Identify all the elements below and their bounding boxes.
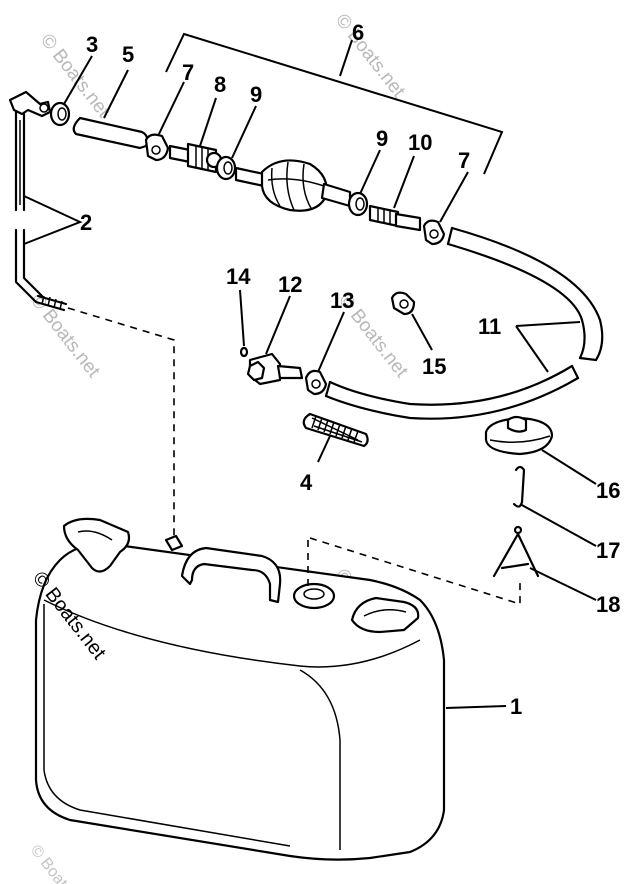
assembly-lines bbox=[67, 307, 521, 606]
callout-9-right: 9 bbox=[376, 126, 388, 151]
filter-4 bbox=[302, 412, 369, 448]
hose-5 bbox=[72, 116, 149, 150]
callout-6: 6 bbox=[352, 20, 364, 45]
callout-9-left: 9 bbox=[250, 82, 262, 107]
callout-17: 17 bbox=[596, 538, 620, 563]
callout-3: 3 bbox=[86, 32, 98, 57]
callout-12: 12 bbox=[278, 272, 302, 297]
callout-8: 8 bbox=[214, 72, 226, 97]
watermark: © Boats.net bbox=[331, 10, 409, 102]
clamp-7-right bbox=[422, 219, 446, 246]
callout-18: 18 bbox=[596, 592, 620, 617]
connector-8 bbox=[168, 142, 223, 174]
callout-4: 4 bbox=[300, 470, 313, 495]
leader-lines bbox=[23, 32, 597, 709]
callout-1: 1 bbox=[510, 694, 522, 719]
watermark: © Boats.net bbox=[27, 842, 92, 884]
grommet-15 bbox=[390, 291, 416, 316]
pickup-tube bbox=[8, 90, 68, 312]
hose-11 bbox=[324, 226, 604, 420]
fitting-12 bbox=[246, 352, 304, 386]
clamp-9-left bbox=[215, 155, 237, 181]
callout-13: 13 bbox=[330, 288, 354, 313]
fuel-cap-16 bbox=[484, 415, 554, 456]
callout-7-left: 7 bbox=[182, 60, 194, 85]
callout-16: 16 bbox=[596, 478, 620, 503]
oring-14 bbox=[239, 346, 249, 358]
primer-bulb bbox=[234, 159, 352, 212]
callout-5: 5 bbox=[122, 42, 134, 67]
hook-17 bbox=[512, 465, 526, 508]
spring-18 bbox=[492, 525, 540, 578]
fuel-tank-1 bbox=[34, 517, 446, 861]
callout-2: 2 bbox=[80, 210, 92, 235]
callout-11: 11 bbox=[478, 314, 501, 339]
clamp-7-left bbox=[144, 133, 170, 162]
clamp-3 bbox=[49, 101, 71, 127]
callout-14: 14 bbox=[226, 264, 251, 289]
connector-10 bbox=[368, 204, 422, 232]
callout-10: 10 bbox=[408, 130, 432, 155]
clamp-9-right bbox=[347, 191, 369, 217]
clamp-13 bbox=[304, 369, 328, 396]
callout-15: 15 bbox=[422, 354, 446, 379]
callout-7-right: 7 bbox=[458, 148, 470, 173]
callout-labels: 1 2 3 4 5 6 7 8 9 9 10 7 11 12 13 14 15 … bbox=[80, 20, 620, 719]
